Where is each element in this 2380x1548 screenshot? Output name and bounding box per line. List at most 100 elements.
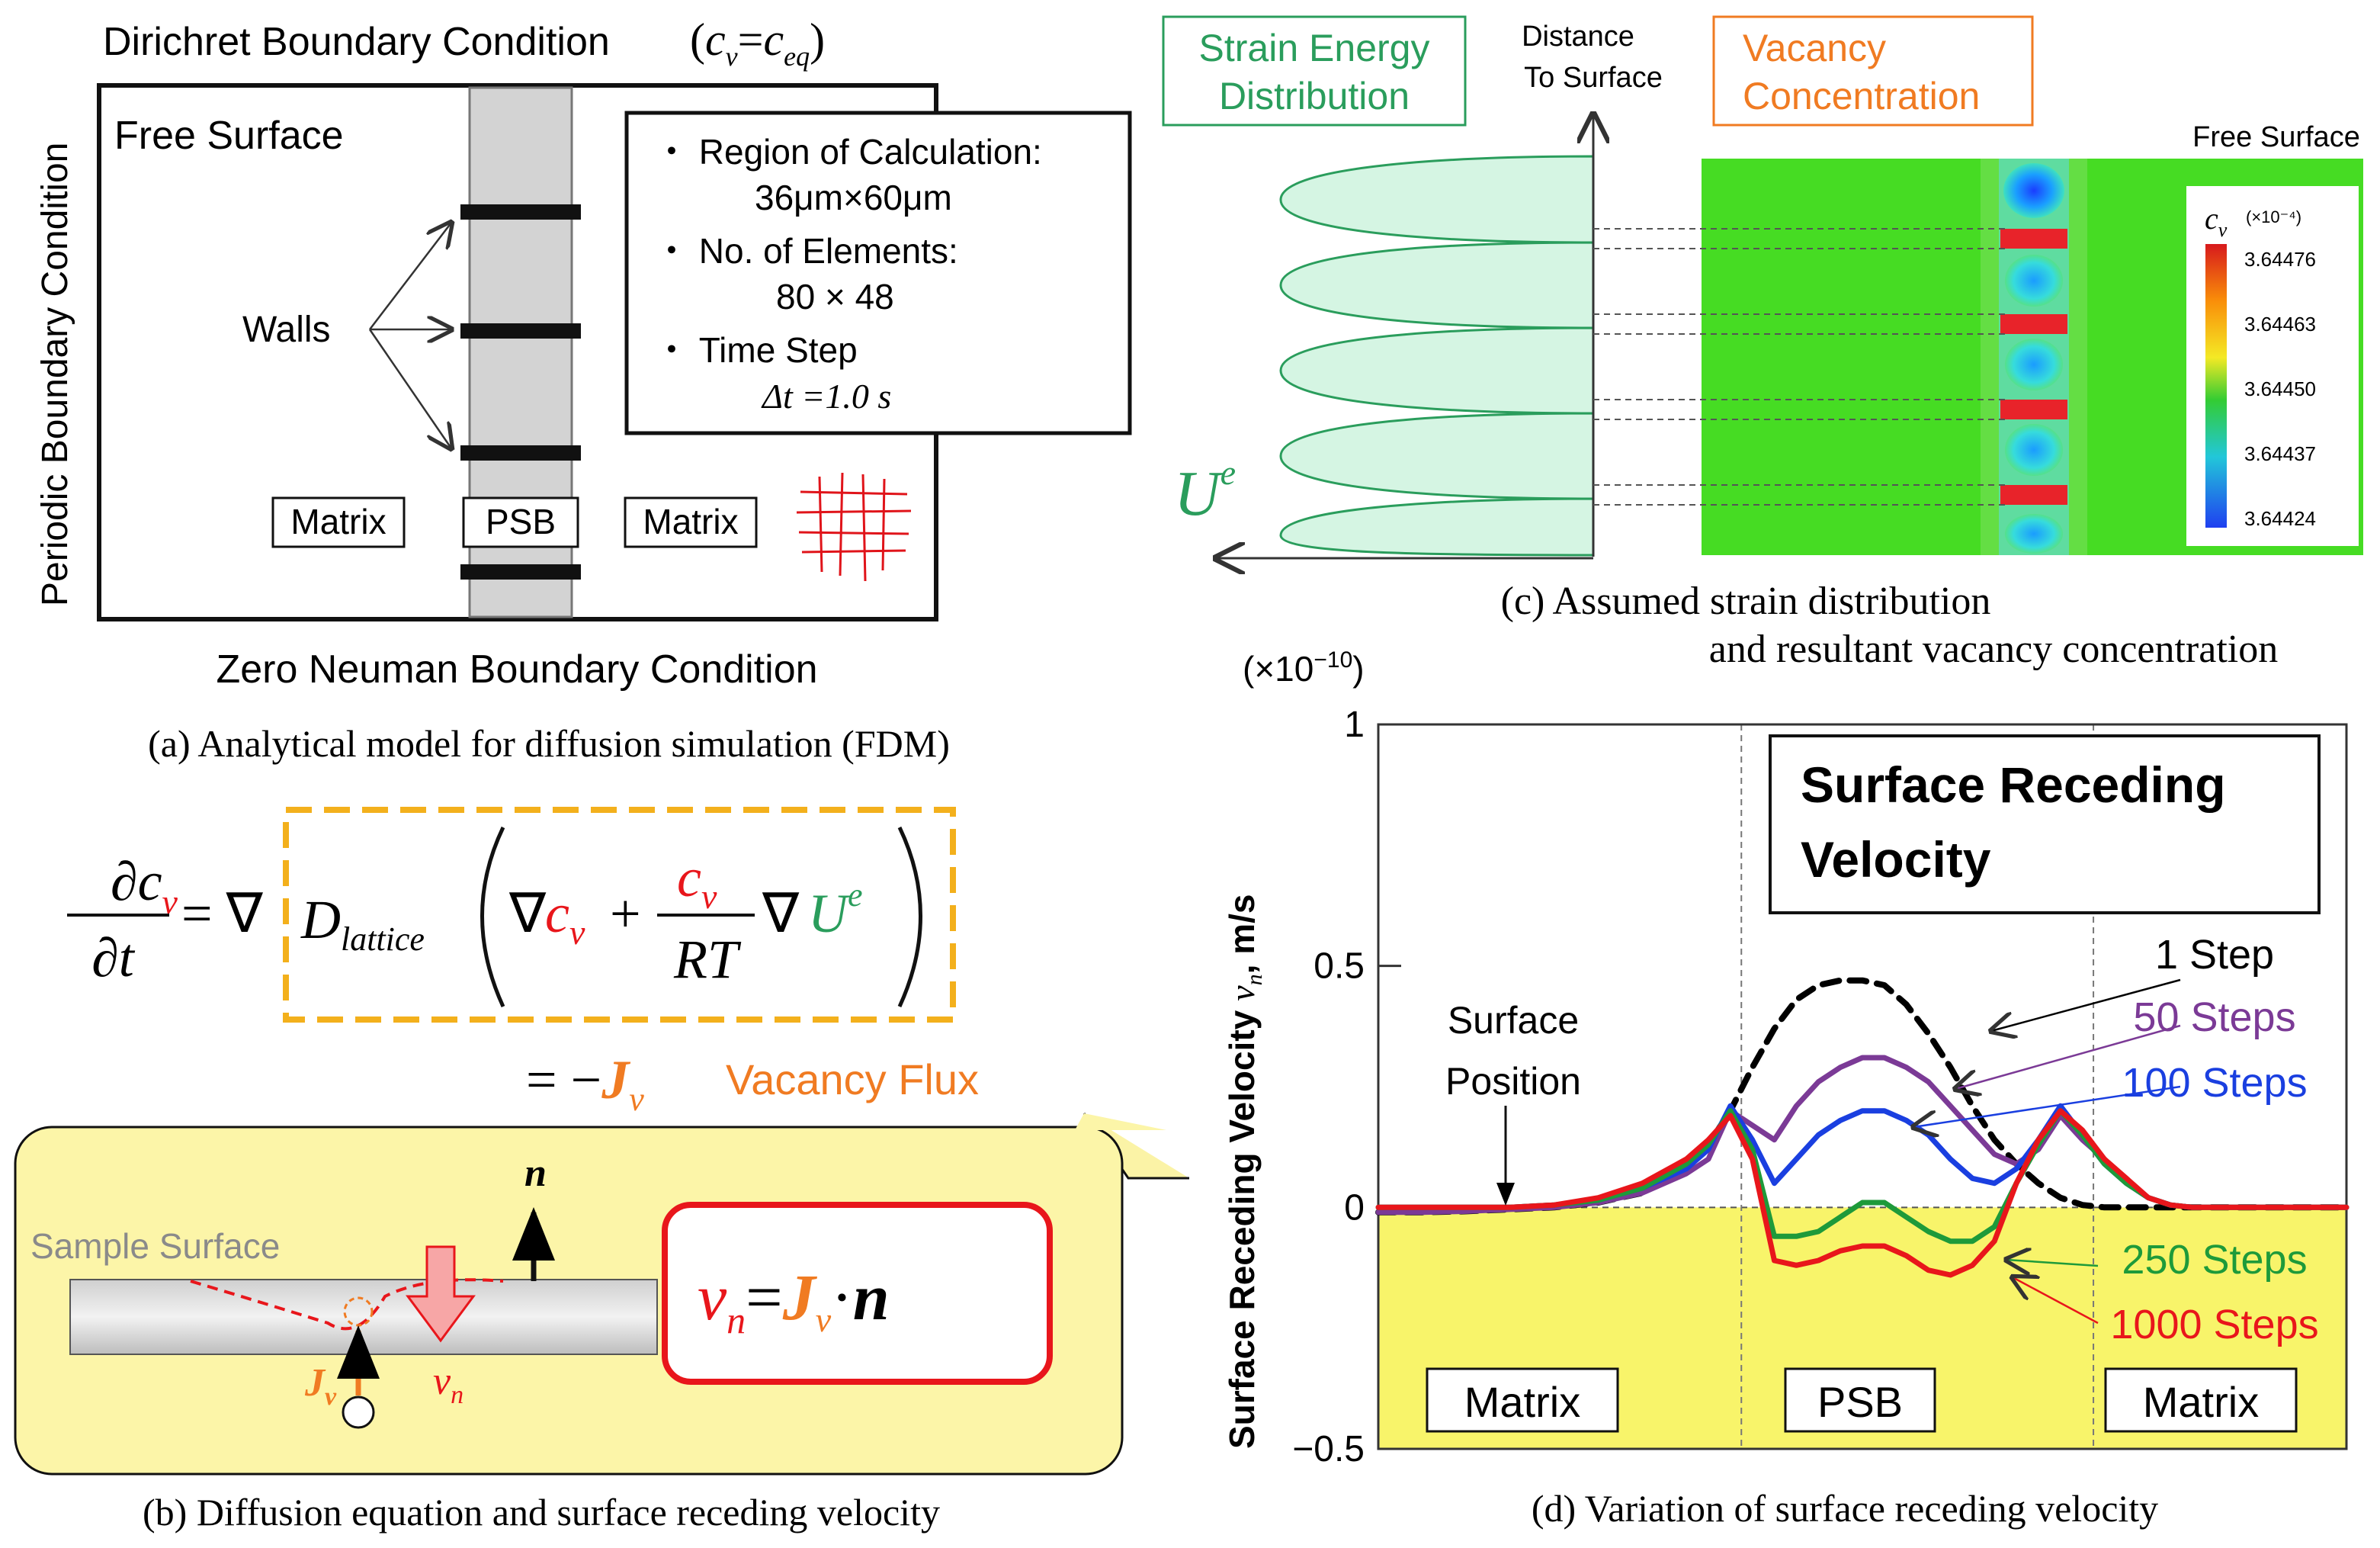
eq-lhs-den: ∂t: [91, 927, 136, 988]
dirichlet-eq: (cv=ceq): [690, 14, 825, 72]
eq-paren-right: [897, 826, 922, 1008]
legend-arrow-4: [2006, 1260, 2099, 1266]
caption-c-1: (c) Assumed strain distribution: [1501, 580, 1991, 623]
caption-b: (b) Diffusion equation and surface reced…: [143, 1491, 940, 1534]
free-surface-label: Free Surface: [114, 114, 344, 158]
colorbar-tick-2: 3.64463: [2244, 313, 2316, 336]
walls-arrow-1: [369, 223, 451, 330]
info-line-2: 36μm×60μm: [755, 178, 952, 217]
distance-label-1: Distance: [1522, 21, 1634, 53]
eq-grad-1: ∇: [508, 883, 547, 944]
legend-arrow-2: [1955, 1024, 2181, 1089]
region-matrix-left-box: [1426, 1367, 1619, 1433]
strain-lobe-2: [1279, 241, 1595, 329]
y-tick-label: 0: [1344, 1187, 1365, 1228]
region-psb-box: [1784, 1367, 1936, 1433]
region-matrix-left: Matrix: [1464, 1378, 1580, 1426]
region-matrix-right-box: [2104, 1367, 2298, 1433]
plot-frame: [1377, 723, 2348, 1450]
vacancy-high-2: [2000, 314, 2067, 334]
info-line-3: ・ No. of Elements:: [654, 231, 958, 271]
colorbar-title: cv: [2205, 201, 2228, 241]
mesh-icon: [796, 472, 912, 582]
legend-label-4: 250 Steps: [2122, 1237, 2307, 1283]
region-psb: PSB: [1817, 1378, 1903, 1426]
y-tick-label: −0.5: [1292, 1429, 1365, 1469]
psb-box: [462, 496, 579, 548]
strain-energy-box: [1162, 15, 1467, 127]
vacancy-high-4: [2000, 485, 2067, 505]
y-tick-label: 0.5: [1313, 946, 1365, 987]
n-label: n: [524, 1151, 547, 1195]
colorbar-tick-3: 3.64450: [2244, 377, 2316, 400]
eq-d: Dlattice: [300, 889, 425, 958]
strain-lobe-3: [1279, 326, 1595, 415]
info-line-1: ・ Region of Calculation:: [654, 132, 1042, 172]
sample-surface-label: Sample Surface: [30, 1226, 280, 1266]
panel-a: Dirichret Boundary Condition (cv=ceq) Pe…: [35, 14, 1132, 765]
vacancy-circle: [342, 1395, 375, 1429]
matrix-left-box: [271, 496, 406, 548]
strain-lobes: [1279, 155, 1595, 557]
free-surface-c-label: Free Surface: [2192, 121, 2360, 153]
jv-label: Jv: [304, 1361, 337, 1411]
sample-bar: [69, 1279, 658, 1355]
eq-equals: = ∇: [181, 883, 264, 944]
colorbar-tick-5: 3.64424: [2244, 507, 2316, 530]
eq-plus: +: [610, 883, 641, 944]
colorbar-ticks: 3.64476 3.64463 3.64450 3.64437 3.64424: [2244, 248, 2316, 530]
surface-position-2: Position: [1445, 1060, 1581, 1103]
panel-b: ∂cv ∂t = ∇ Dlattice ∇ cv + cv RT ∇ Ue = …: [14, 807, 1189, 1534]
panel-d: (×10−10) Surface Receding Velocityvn, m/…: [1222, 647, 2350, 1530]
legend-arrow-3: [1913, 1085, 2181, 1127]
matrix-right-label: Matrix: [643, 502, 738, 541]
vacancy-pattern: [2000, 163, 2067, 554]
y-tick-label: 1: [1344, 705, 1365, 745]
wall-3: [460, 445, 581, 461]
vacancy-low-3: [2005, 339, 2063, 390]
legend-label-5: 1000 Steps: [2110, 1302, 2318, 1347]
panel-c: Strain Energy Distribution Distance To S…: [1162, 15, 2363, 671]
legend-label-1: 1 Step: [2155, 932, 2274, 978]
eq-cv: cv: [545, 883, 585, 952]
vn-equation: vn=Jv·n: [698, 1261, 890, 1341]
vacancy-high-3: [2000, 400, 2067, 419]
distance-label-2: To Surface: [1524, 62, 1663, 94]
neumann-label: Zero Neuman Boundary Condition: [216, 647, 817, 692]
matrix-right-box: [624, 496, 758, 548]
chart-title-box: [1769, 734, 2321, 914]
vacancy-low-4: [2005, 424, 2063, 476]
strain-lobe-5: [1279, 497, 1595, 557]
info-line-5: ・ Time Step: [654, 330, 858, 370]
periodic-label: Periodic Boundary Condition: [35, 143, 75, 606]
series-layer: [1375, 977, 2350, 1278]
strain-energy-label-2: Distribution: [1219, 75, 1410, 117]
y-ticks: 1 0.5 0 −0.5: [1292, 705, 1401, 1469]
info-line-4: 80 × 48: [776, 277, 894, 316]
chart-title-1: Surface Receding: [1801, 756, 2226, 813]
legend-arrow-1: [1991, 978, 2181, 1031]
wall-1: [460, 204, 581, 220]
vacancy-low-2: [2005, 255, 2063, 307]
series-line-5: [1375, 1108, 2350, 1278]
colorbar-tick-4: 3.64437: [2244, 442, 2316, 465]
vacancy-label-1: Vacancy: [1743, 27, 1886, 69]
caption-d: (d) Variation of surface receding veloci…: [1532, 1487, 2158, 1530]
caption-c-2: and resultant vacancy concentration: [1709, 628, 2278, 671]
info-box: [624, 111, 1132, 435]
strain-lobe-1: [1279, 155, 1595, 244]
y-axis-label: Surface Receding Velocityvn, m/s: [1222, 894, 1267, 1449]
vacancy-flux-label: Vacancy Flux: [726, 1055, 979, 1103]
vn-equation-box: [662, 1202, 1053, 1385]
vacancy-low-5: [2005, 514, 2063, 554]
psb-label: PSB: [486, 502, 556, 541]
callout-tail-join: [1075, 1113, 1166, 1130]
vacancy-label-2: Concentration: [1743, 75, 1980, 117]
eq-paren-left: [480, 826, 505, 1008]
surface-position-1: Surface: [1448, 999, 1579, 1042]
vn-arrow: [406, 1245, 476, 1343]
matrix-left-label: Matrix: [290, 502, 386, 541]
vacancy-box: [1712, 15, 2034, 127]
